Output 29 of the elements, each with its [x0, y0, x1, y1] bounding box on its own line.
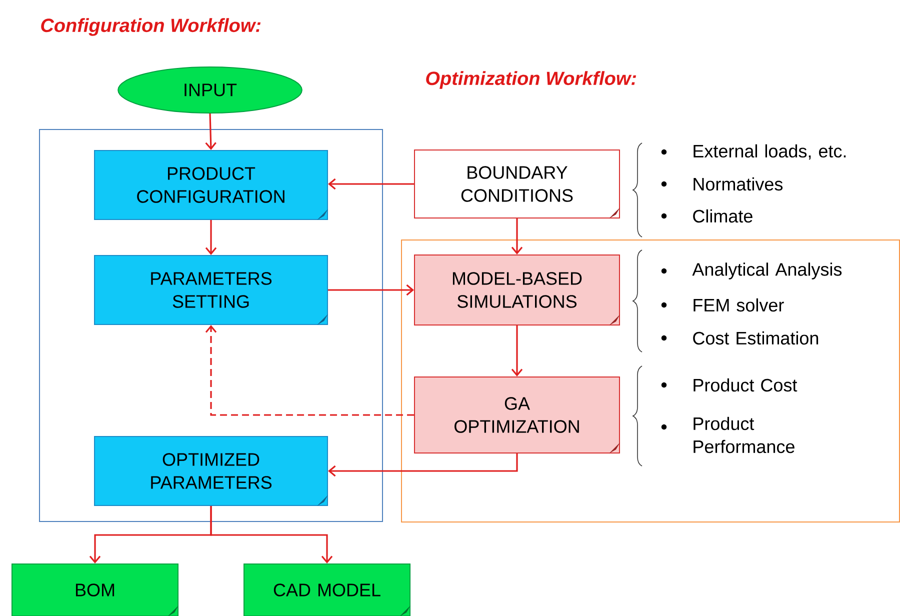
arrow [210, 506, 333, 564]
arrow [205, 325, 414, 416]
arrow [205, 220, 217, 255]
list-item: External loads, etc. [694, 144, 846, 160]
process-box: PRODUCT CONFIGURATION [94, 150, 328, 220]
process-box: BOM [12, 564, 178, 616]
arrow [511, 326, 523, 376]
arrow [328, 454, 518, 477]
frame [401, 240, 900, 522]
list-item: Product Cost [694, 378, 798, 392]
process-box: BOUNDARY CONDITIONS [414, 150, 620, 218]
heading: Optimization Workflow: [426, 71, 636, 89]
list-item: Analytical Analysis [692, 262, 842, 280]
arrow [328, 284, 414, 296]
process-box: MODEL-BASED SIMULATIONS [414, 254, 620, 326]
process-box: GA OPTIMIZATION [414, 376, 620, 454]
process-box: CAD MODEL [244, 564, 410, 616]
frame [39, 129, 383, 522]
list-item: Cost Estimation [693, 331, 818, 345]
arrow [328, 178, 414, 190]
list-item: Product Performance [694, 416, 794, 454]
arrow [205, 113, 216, 150]
process-box: OPTIMIZED PARAMETERS [94, 436, 328, 506]
process-box: PARAMETERS SETTING [94, 255, 328, 325]
list-item: FEM solver [694, 298, 784, 312]
list-item: Climate [693, 209, 752, 223]
arrow [511, 218, 523, 254]
list-item: Normatives [694, 177, 783, 191]
heading: Configuration Workflow: [41, 18, 261, 36]
